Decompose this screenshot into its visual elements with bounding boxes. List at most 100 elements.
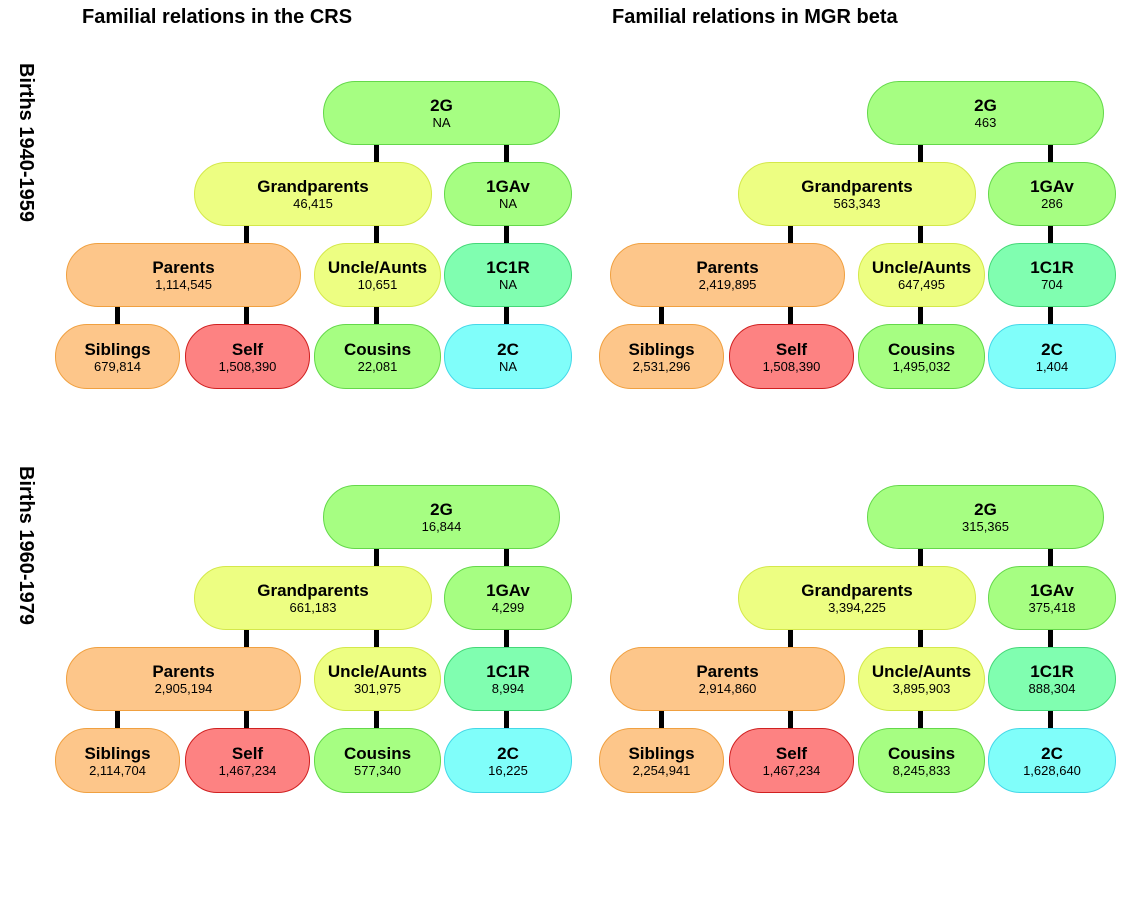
node-count: 1,467,234: [762, 762, 821, 778]
node-label: 1C1R: [1030, 258, 1074, 277]
connector-line: [918, 145, 923, 162]
node-count: 704: [1041, 277, 1063, 292]
connector-line: [788, 711, 793, 728]
connector-line: [1048, 226, 1053, 243]
connector-line: [788, 307, 793, 324]
connector-line: [504, 630, 509, 647]
connector-line: [659, 307, 664, 324]
connector-line: [1048, 630, 1053, 647]
node-count: 577,340: [354, 762, 401, 778]
node-count: 8,245,833: [892, 762, 951, 778]
node-label: 2C: [1041, 339, 1063, 359]
connector-line: [918, 307, 923, 324]
title-crs: Familial relations in the CRS: [82, 6, 353, 28]
connector-line: [918, 711, 923, 728]
connector-line: [374, 549, 379, 566]
node-label: 2C: [1041, 743, 1063, 763]
node-label: Parents: [152, 258, 215, 277]
node-label: Grandparents: [257, 177, 369, 196]
node-label: Cousins: [343, 339, 412, 359]
connector-line: [115, 307, 120, 324]
node-count: 2,419,895: [698, 277, 757, 292]
node-label: Self: [231, 743, 264, 763]
connector-line: [244, 226, 249, 243]
node-count: 2,905,194: [154, 681, 213, 696]
node-count: 1,508,390: [762, 358, 821, 374]
node-label: 2C: [497, 339, 519, 359]
node-count: 2,254,941: [632, 762, 691, 778]
node-label: 2G: [430, 96, 453, 115]
connector-line: [374, 145, 379, 162]
node-count: 563,343: [833, 196, 881, 211]
node-count: 1,467,234: [218, 762, 277, 778]
node-label: Uncle/Aunts: [327, 662, 428, 681]
node-label: 2G: [974, 500, 997, 519]
node-count: 8,994: [491, 681, 525, 696]
node-count: 647,495: [898, 277, 945, 292]
node-count: 679,814: [94, 358, 141, 374]
node-count: 1,495,032: [892, 358, 951, 374]
node-count: 1,114,545: [155, 277, 212, 292]
node-count: 1,508,390: [218, 358, 277, 374]
title-mgr-beta: Familial relations in MGR beta: [612, 6, 898, 28]
node-label: 1GAv: [1030, 581, 1074, 600]
node-label: 2G: [430, 500, 453, 519]
node-label: Cousins: [343, 743, 412, 763]
connector-line: [115, 711, 120, 728]
connector-line: [244, 711, 249, 728]
connector-line: [504, 226, 509, 243]
node-label: Uncle/Aunts: [871, 662, 972, 681]
node-count: 2,531,296: [632, 358, 691, 374]
node-count: 286: [1041, 196, 1063, 211]
node-count: 46,415: [293, 196, 333, 211]
connector-line: [504, 145, 509, 162]
connector-line: [1048, 307, 1053, 324]
node-label: Self: [231, 339, 264, 359]
node-count: 16,225: [488, 762, 528, 778]
node-label: 1C1R: [1030, 662, 1074, 681]
node-count: 1,404: [1035, 358, 1069, 374]
node-count: 16,844: [421, 519, 462, 534]
connector-line: [374, 307, 379, 324]
node-label: Parents: [696, 662, 759, 681]
node-label: 1GAv: [486, 581, 530, 600]
connector-line: [504, 711, 509, 728]
node-count: 3,895,903: [892, 681, 951, 696]
connector-line: [1048, 711, 1053, 728]
node-label: Uncle/Aunts: [871, 258, 972, 277]
node-label: 1GAv: [486, 177, 530, 196]
node-label: Uncle/Aunts: [327, 258, 428, 277]
connector-line: [788, 630, 793, 647]
node-count: 2,914,860: [698, 681, 757, 696]
node-label: 2G: [974, 96, 997, 115]
connector-line: [918, 549, 923, 566]
row-label-1960-1979: Births 1960-1979: [15, 466, 37, 625]
